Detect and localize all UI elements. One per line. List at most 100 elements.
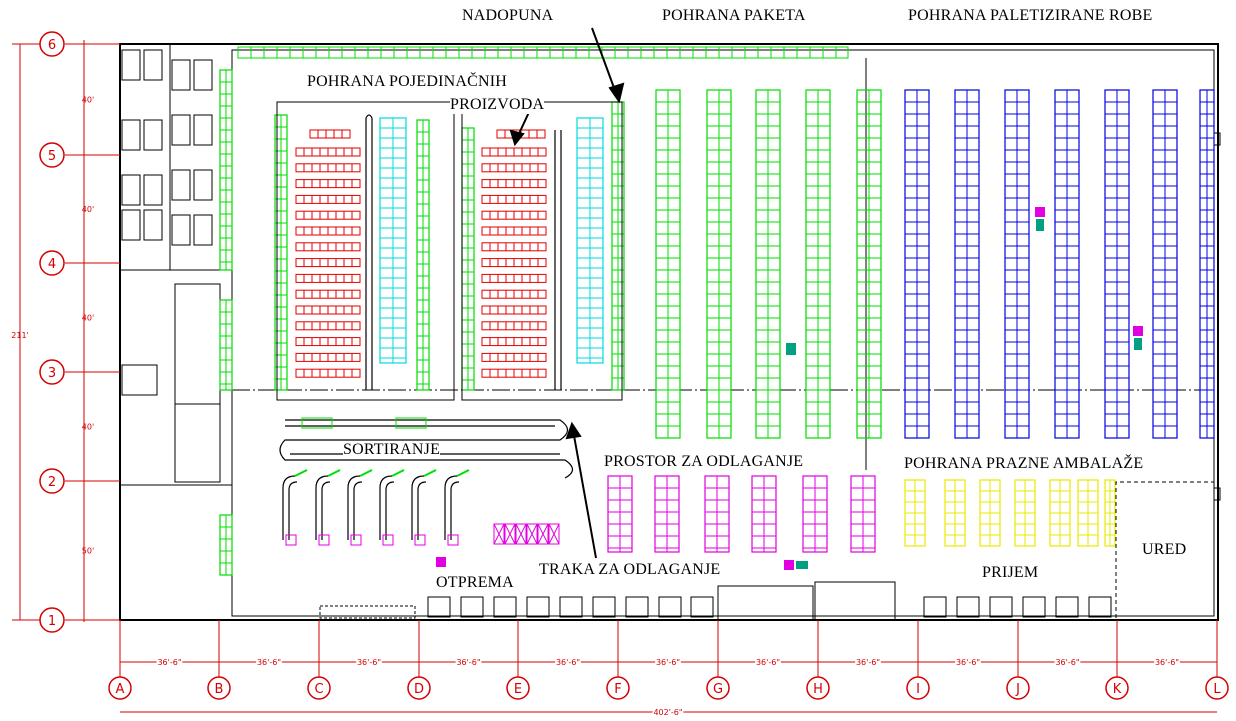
label-prostor-za-odlaganje: PROSTOR ZA ODLAGANJE bbox=[604, 453, 804, 471]
pallet-racks bbox=[904, 89, 1215, 439]
svg-text:3: 3 bbox=[48, 366, 56, 381]
staging-rack-4 bbox=[751, 475, 777, 553]
svg-text:C: C bbox=[314, 682, 323, 697]
office-desk-6 bbox=[171, 169, 213, 201]
svg-text:I: I bbox=[916, 682, 920, 697]
dock-door-1 bbox=[427, 596, 451, 618]
label-sortiranje: SORTIRANJE bbox=[343, 441, 441, 459]
dock-door-14 bbox=[1055, 596, 1079, 618]
red-shelf bbox=[481, 163, 547, 173]
dock-door-5 bbox=[559, 596, 583, 618]
staging-racks bbox=[493, 475, 876, 553]
column-dim: 36'-6" bbox=[856, 658, 880, 667]
column-dim: 36'-6" bbox=[956, 658, 980, 667]
red-shelf bbox=[309, 129, 351, 139]
red-shelf bbox=[481, 273, 547, 283]
overall-width-dim: 402'-6" bbox=[653, 708, 682, 717]
red-shelf bbox=[295, 321, 361, 331]
dock-door-3 bbox=[493, 596, 517, 618]
column-bubble-B: B bbox=[207, 676, 231, 700]
building-outline bbox=[119, 43, 1219, 621]
sorter-chute-6 bbox=[444, 469, 470, 546]
svg-text:5: 5 bbox=[48, 149, 56, 164]
office-desk-2 bbox=[171, 59, 213, 91]
red-shelf bbox=[295, 337, 361, 347]
column-dim: 36'-6" bbox=[357, 658, 381, 667]
red-shelf bbox=[481, 258, 547, 268]
vertical-dim: 40' bbox=[82, 96, 94, 105]
red-shelf bbox=[481, 194, 547, 204]
label-pohrana-paketa: POHRANA PAKETA bbox=[662, 7, 806, 24]
svg-text:1: 1 bbox=[48, 614, 56, 629]
empty-rack-1 bbox=[904, 479, 926, 547]
dock-door-4 bbox=[526, 596, 550, 618]
label-otprema: OTPREMA bbox=[436, 574, 514, 592]
loading-docks bbox=[427, 596, 1112, 618]
red-shelf bbox=[295, 242, 361, 252]
single-product-zone-1 bbox=[276, 101, 455, 401]
svg-text:4: 4 bbox=[48, 257, 56, 272]
column-bubble-A: A bbox=[108, 676, 132, 700]
staging-rack-5 bbox=[802, 475, 828, 553]
column-dim: 36'-6" bbox=[1155, 658, 1179, 667]
office-desk-3 bbox=[121, 119, 163, 151]
column-bubble-I: I bbox=[906, 676, 930, 700]
office-desk-7 bbox=[121, 209, 163, 241]
row-bubble-6: 6 bbox=[39, 31, 65, 57]
svg-text:E: E bbox=[514, 682, 522, 697]
red-shelf bbox=[295, 147, 361, 157]
row-bubble-1: 1 bbox=[39, 607, 65, 633]
dock-door-9 bbox=[690, 596, 714, 618]
cyan-flow-racks bbox=[379, 117, 604, 364]
dock-door-6 bbox=[592, 596, 616, 618]
svg-text:A: A bbox=[116, 682, 125, 697]
column-bubble-G: G bbox=[706, 676, 730, 700]
sorter-chute-5 bbox=[411, 469, 437, 546]
red-shelf bbox=[295, 273, 361, 283]
pallet-rack-1 bbox=[904, 89, 930, 439]
column-bubble-K: K bbox=[1105, 676, 1129, 700]
svg-text:6: 6 bbox=[48, 38, 56, 53]
red-racks bbox=[295, 129, 547, 378]
pallet-rack-3 bbox=[1004, 89, 1030, 439]
row-bubble-4: 4 bbox=[39, 250, 65, 276]
empty-rack-3 bbox=[979, 479, 1001, 547]
column-dim: 36'-6" bbox=[157, 658, 181, 667]
red-shelf bbox=[295, 258, 361, 268]
vertical-dim: 40' bbox=[82, 314, 94, 323]
sorter-chute-4 bbox=[379, 469, 405, 546]
label-traka-za-odlaganje: TRAKA ZA ODLAGANJE bbox=[539, 561, 721, 579]
pallet-rack-5 bbox=[1104, 89, 1130, 439]
office-block bbox=[120, 44, 232, 486]
flow-rack-1 bbox=[379, 117, 407, 364]
label-pohrana-prazne: POHRANA PRAZNE AMBALAŽE bbox=[904, 455, 1144, 473]
staging-boxes bbox=[493, 523, 560, 545]
package-rack-2 bbox=[706, 89, 732, 439]
red-shelf bbox=[481, 289, 547, 299]
office-desk-8 bbox=[171, 214, 213, 246]
package-rack-5 bbox=[856, 89, 882, 439]
column-bubble-E: E bbox=[506, 676, 530, 700]
red-shelf bbox=[481, 368, 547, 378]
label-prijem: PRIJEM bbox=[982, 564, 1039, 581]
dock-door-15 bbox=[1088, 596, 1112, 618]
svg-text:F: F bbox=[614, 682, 621, 697]
column-dim: 36'-6" bbox=[1055, 658, 1079, 667]
red-shelf bbox=[481, 210, 547, 220]
red-shelf bbox=[481, 337, 547, 347]
office-desk-4 bbox=[171, 114, 213, 146]
empty-rack-6 bbox=[1077, 479, 1099, 547]
dock-door-11 bbox=[956, 596, 980, 618]
column-bubble-J: J bbox=[1006, 676, 1030, 700]
column-dim: 36'-6" bbox=[756, 658, 780, 667]
label-nadopuna: NADOPUNA bbox=[462, 7, 554, 24]
label-pohrana-pojedinacnih: POHRANA POJEDINAČNIH bbox=[307, 73, 508, 91]
office-desks bbox=[121, 49, 213, 246]
red-shelf bbox=[295, 194, 361, 204]
label-proizvoda: PROIZVODA bbox=[450, 96, 545, 114]
red-shelf bbox=[295, 352, 361, 362]
column-dim: 36'-6" bbox=[656, 658, 680, 667]
row-bubble-5: 5 bbox=[39, 142, 65, 168]
svg-text:2: 2 bbox=[48, 475, 56, 490]
empty-rack-7 bbox=[1104, 479, 1116, 547]
